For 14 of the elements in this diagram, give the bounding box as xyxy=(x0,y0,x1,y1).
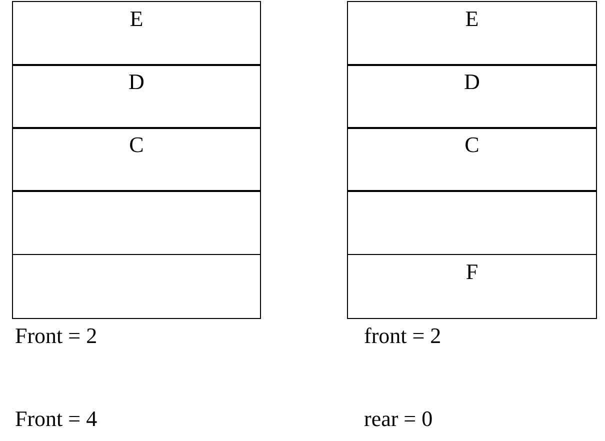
empty-cell xyxy=(12,254,261,319)
array-cell: C xyxy=(347,127,597,192)
pointer-label: Front = 2 xyxy=(15,323,98,349)
pointer-label: rear = 0 xyxy=(364,406,433,432)
array-cell: E xyxy=(347,1,597,66)
pointer-label: Front = 4 xyxy=(15,406,98,432)
array-cell: C xyxy=(12,127,261,192)
empty-cell xyxy=(347,190,597,255)
array-cell: F xyxy=(347,254,597,319)
array-cell: D xyxy=(347,64,597,129)
array-cell: D xyxy=(12,64,261,129)
empty-cell xyxy=(12,190,261,255)
array-cell: E xyxy=(12,1,261,66)
pointer-label: front = 2 xyxy=(364,323,442,349)
